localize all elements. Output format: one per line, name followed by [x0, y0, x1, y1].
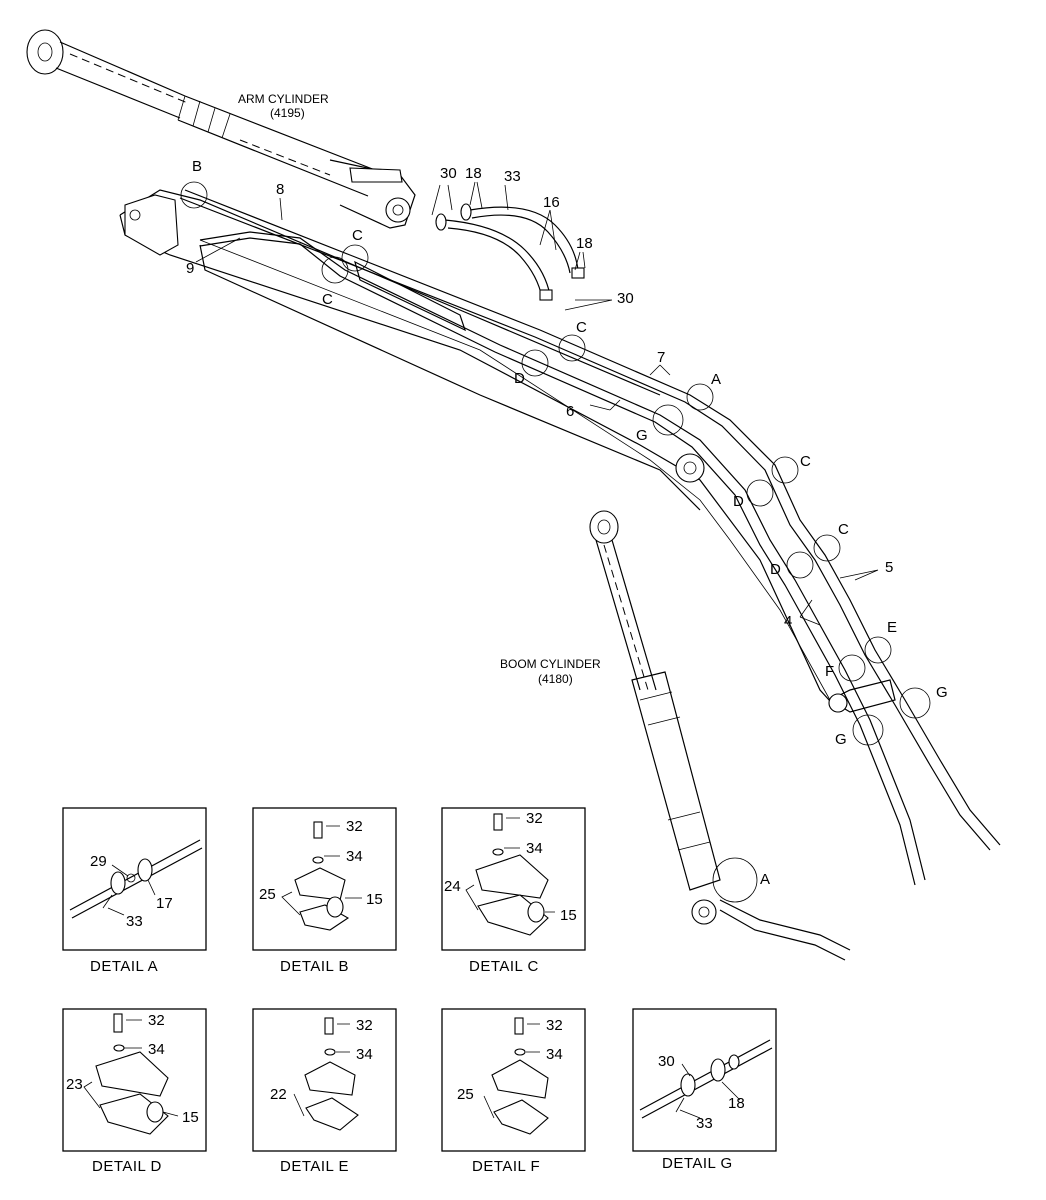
detail-b-box: 32 34 25 15 — [252, 807, 397, 951]
detail-b-title: DETAIL B — [280, 958, 349, 975]
marker-c1: C — [352, 227, 363, 244]
detail-d-label-32: 32 — [148, 1012, 165, 1029]
callout-18-top: 18 — [465, 165, 482, 182]
callout-4: 4 — [784, 613, 792, 630]
detail-g-label-18: 18 — [728, 1095, 745, 1112]
detail-d-box: 32 34 23 15 — [62, 1008, 207, 1152]
marker-g1: G — [636, 427, 648, 444]
boom — [119, 189, 896, 713]
marker-d1: D — [514, 370, 525, 387]
detail-d-label-23: 23 — [66, 1076, 83, 1093]
detail-d-title: DETAIL D — [92, 1158, 162, 1175]
detail-a-label-33: 33 — [126, 913, 143, 930]
marker-b: B — [192, 158, 202, 175]
detail-g-label-30: 30 — [658, 1053, 675, 1070]
callout-6: 6 — [566, 403, 574, 420]
boom-cylinder-code: (4180) — [538, 672, 573, 686]
callout-18-right: 18 — [576, 235, 593, 252]
detail-g-label-33: 33 — [696, 1115, 713, 1132]
arm-cylinder — [26, 29, 416, 229]
callout-30-top: 30 — [440, 165, 457, 182]
detail-e-title: DETAIL E — [280, 1158, 349, 1175]
detail-c-label-24: 24 — [444, 878, 461, 895]
detail-a-label-17: 17 — [156, 895, 173, 912]
detail-b-label-34: 34 — [346, 848, 363, 865]
detail-g-title: DETAIL G — [662, 1155, 733, 1172]
arm-cylinder-name: ARM CYLINDER — [238, 92, 329, 106]
marker-d3: D — [770, 561, 781, 578]
detail-markers — [180, 181, 931, 903]
detail-e-label-32: 32 — [356, 1017, 373, 1034]
detail-a-label-29: 29 — [90, 853, 107, 870]
callout-8: 8 — [276, 181, 284, 198]
detail-f-label-25: 25 — [457, 1086, 474, 1103]
marker-a2: A — [760, 871, 770, 888]
detail-c-title: DETAIL C — [469, 958, 539, 975]
callout-9: 9 — [186, 260, 194, 277]
marker-c2: C — [322, 291, 333, 308]
marker-e: E — [887, 619, 897, 636]
detail-c-label-32: 32 — [526, 810, 543, 827]
detail-f-title: DETAIL F — [472, 1158, 540, 1175]
detail-e-box: 32 34 22 — [252, 1008, 397, 1152]
marker-g2: G — [936, 684, 948, 701]
detail-a-box: 29 17 33 — [62, 807, 207, 951]
callout-7: 7 — [657, 349, 665, 366]
marker-f: F — [825, 663, 834, 680]
marker-a1: A — [711, 371, 721, 388]
detail-c-label-15: 15 — [560, 907, 577, 924]
detail-f-label-32: 32 — [546, 1017, 563, 1034]
marker-g3: G — [835, 731, 847, 748]
marker-c4: C — [800, 453, 811, 470]
callout-leaders — [195, 181, 879, 626]
detail-a-title: DETAIL A — [90, 958, 158, 975]
piping — [179, 189, 1001, 961]
marker-c5: C — [838, 521, 849, 538]
detail-b-label-15: 15 — [366, 891, 383, 908]
detail-c-label-34: 34 — [526, 840, 543, 857]
detail-f-box: 32 34 25 — [441, 1008, 586, 1152]
detail-d-label-15: 15 — [182, 1109, 199, 1126]
detail-c-box: 32 34 24 15 — [441, 807, 586, 951]
boom-cylinder-name: BOOM CYLINDER — [500, 657, 601, 671]
detail-e-label-34: 34 — [356, 1046, 373, 1063]
callout-33-top: 33 — [504, 168, 521, 185]
detail-f-label-34: 34 — [546, 1046, 563, 1063]
marker-c3: C — [576, 319, 587, 336]
marker-d2: D — [733, 493, 744, 510]
callout-5: 5 — [885, 559, 893, 576]
hose-16 — [435, 203, 585, 301]
detail-b-label-32: 32 — [346, 818, 363, 835]
arm-cylinder-code: (4195) — [270, 106, 305, 120]
detail-b-label-25: 25 — [259, 886, 276, 903]
callout-16: 16 — [543, 194, 560, 211]
detail-e-label-22: 22 — [270, 1086, 287, 1103]
callout-30-right: 30 — [617, 290, 634, 307]
detail-d-label-34: 34 — [148, 1041, 165, 1058]
boom-cylinder — [589, 510, 721, 925]
detail-g-box: 30 18 33 — [632, 1008, 777, 1152]
